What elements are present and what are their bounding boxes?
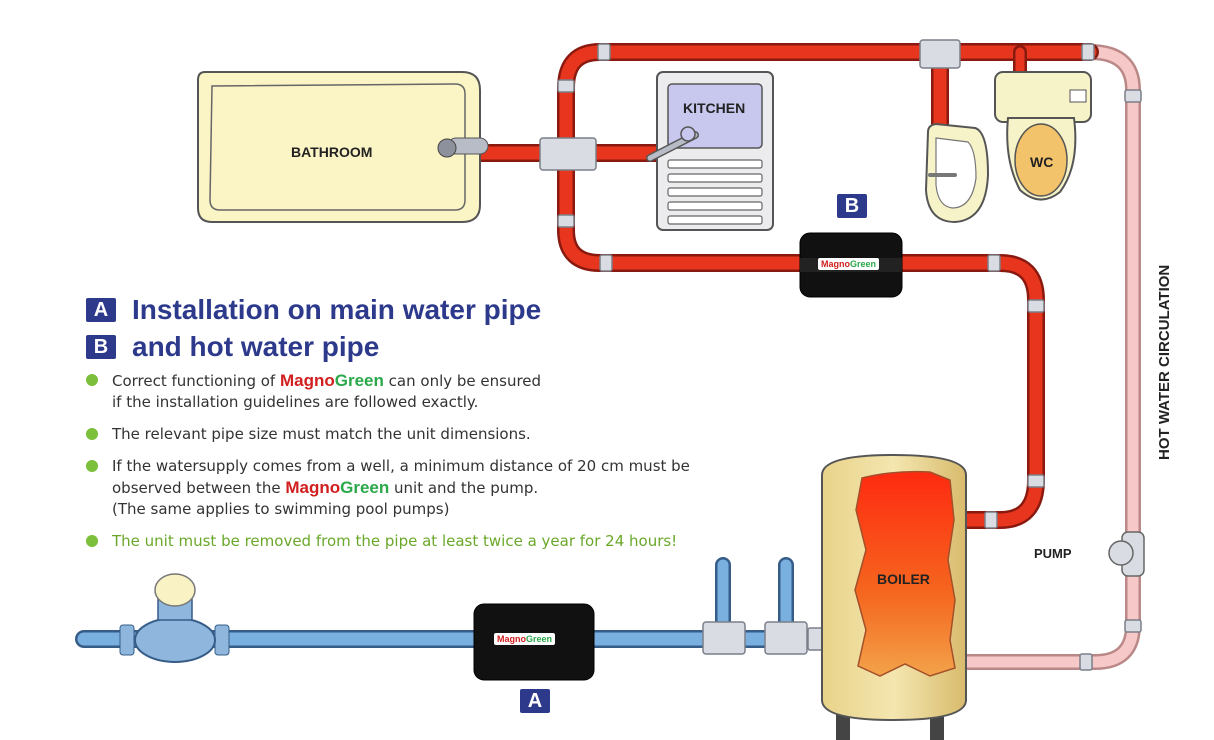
title-line-1: A Installation on main water pipe <box>86 294 541 326</box>
title-badge-b: B <box>86 335 116 359</box>
guideline-1-line2: if the installation guidelines are follo… <box>112 393 479 411</box>
title-text-2: and hot water pipe <box>132 331 380 362</box>
guideline-3: If the watersupply comes from a well, a … <box>86 456 826 520</box>
guideline-3-brand: MagnoGreen <box>285 478 389 497</box>
unit-a-brand: MagnoGreen <box>494 633 556 645</box>
kitchen-cooker <box>646 71 774 231</box>
hot-water-circulation-label: HOT WATER CIRCULATION <box>1156 264 1173 460</box>
bullet-dot <box>86 460 98 472</box>
guideline-2-text: The relevant pipe size must match the un… <box>112 425 531 443</box>
pump-label: PUMP <box>1034 546 1072 561</box>
unit-b-brand-green: Green <box>850 259 877 269</box>
title-badge-a: A <box>86 298 116 322</box>
pump <box>1108 531 1145 577</box>
brand-magno: Magno <box>285 478 341 497</box>
boiler-label: BOILER <box>877 571 930 587</box>
brand-magno: Magno <box>279 371 335 390</box>
brand-green: Green <box>334 371 384 390</box>
bullet-dot <box>86 535 98 547</box>
guideline-3-before: observed between the <box>112 479 286 497</box>
guideline-1-before: Correct functioning of <box>112 372 280 390</box>
guideline-3-line1: If the watersupply comes from a well, a … <box>112 457 690 475</box>
title-text-1: Installation on main water pipe <box>132 294 542 325</box>
wc-label: WC <box>1030 154 1054 170</box>
hot-pipe-connectors <box>539 39 1142 671</box>
guideline-3-after: unit and the pump. <box>389 479 539 497</box>
guideline-4: The unit must be removed from the pipe a… <box>86 531 826 552</box>
unit-b-brand: MagnoGreen <box>818 258 880 270</box>
badge-b-unit: B <box>837 194 867 218</box>
guideline-list: Correct functioning of MagnoGreen can on… <box>86 370 826 563</box>
unit-a-brand-magno: Magno <box>497 634 526 644</box>
wash-basin <box>924 122 990 224</box>
boiler <box>821 453 967 740</box>
brand-green: Green <box>340 478 390 497</box>
guideline-4-text: The unit must be removed from the pipe a… <box>112 532 678 550</box>
guideline-2: The relevant pipe size must match the un… <box>86 424 826 445</box>
unit-b-brand-magno: Magno <box>821 259 850 269</box>
guideline-1: Correct functioning of MagnoGreen can on… <box>86 370 826 413</box>
kitchen-label: KITCHEN <box>683 100 746 116</box>
guideline-3-line3: (The same applies to swimming pool pumps… <box>112 500 450 518</box>
title-line-2: B and hot water pipe <box>86 331 379 363</box>
cold-pipe-fittings <box>702 621 825 655</box>
wc-toilet <box>994 71 1092 201</box>
badge-a-unit: A <box>520 689 550 713</box>
guideline-1-brand: MagnoGreen <box>280 371 384 390</box>
bathroom-label: BATHROOM <box>291 144 373 160</box>
water-meter <box>119 573 230 663</box>
bathroom-tub <box>197 71 489 223</box>
bullet-dot <box>86 374 98 386</box>
guideline-1-after: can only be ensured <box>383 372 542 390</box>
bullet-dot <box>86 428 98 440</box>
unit-a-brand-green: Green <box>526 634 553 644</box>
